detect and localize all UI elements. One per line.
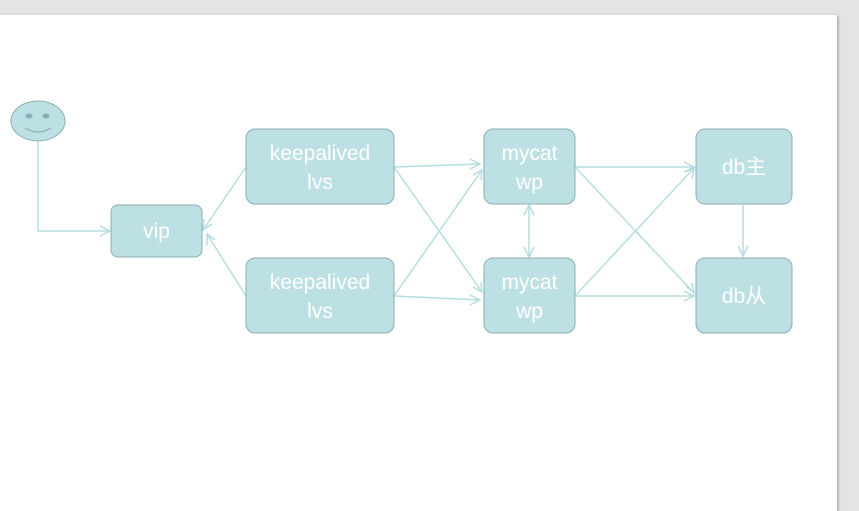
edge-keepalived-top-vip [202,166,247,231]
node-db-master-label: db主 [722,156,766,179]
edge-kt-mb [393,166,483,293]
node-db-slave: db从 [695,257,793,334]
node-db-slave-label: db从 [722,285,766,308]
node-vip: vip [110,204,203,258]
node-db-master: db主 [695,128,793,205]
user-smiley-icon [10,100,66,142]
edge-mb-dbm [574,167,695,297]
node-keepalived-bottom-line1: keepalived [270,271,370,294]
node-keepalived-top-line2: lvs [307,171,333,194]
node-keepalived-bottom-line2: lvs [307,300,333,323]
node-keepalived-bottom: keepalived lvs [245,257,395,334]
edges [37,141,749,306]
edge-mt-dbs [574,166,695,294]
node-vip-label: vip [143,220,170,243]
node-keepalived-top-line1: keepalived [270,142,370,165]
edge-kb-mb [393,295,481,301]
edge-kt-mt [393,163,481,168]
node-mycat-bottom: mycat wp [483,257,576,334]
node-mycat-bottom-line1: mycat [501,271,557,294]
edge-keepalived-bottom-vip [206,233,247,297]
edge-user-vip [37,141,110,232]
node-mycat-top: mycat wp [483,128,576,205]
node-mycat-top-line1: mycat [501,142,557,165]
node-keepalived-top: keepalived lvs [245,128,395,205]
node-mycat-bottom-line2: wp [515,300,543,323]
edge-kb-mt [393,169,483,297]
node-mycat-top-line2: wp [515,171,543,194]
